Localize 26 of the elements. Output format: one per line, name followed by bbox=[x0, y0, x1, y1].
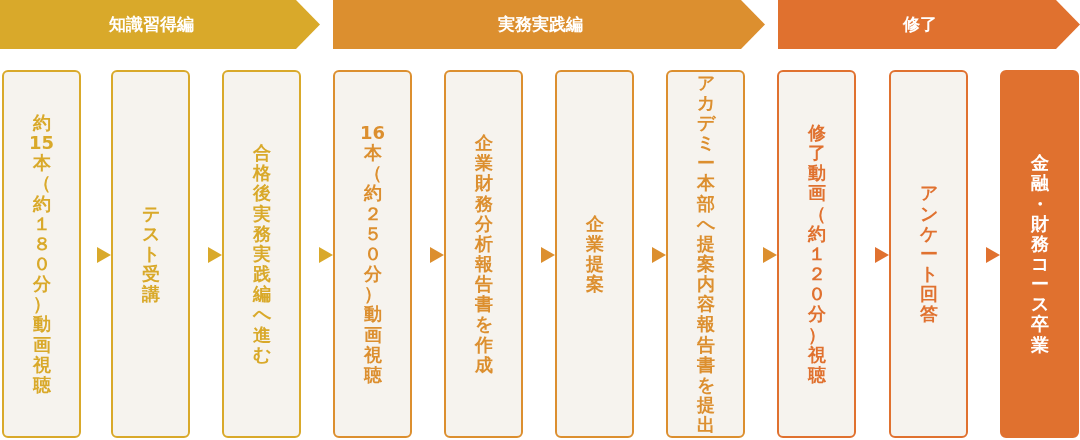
step-box bbox=[222, 70, 301, 438]
step-text: アンケート回答 bbox=[918, 183, 939, 325]
step-text: 実務実践編 bbox=[497, 13, 584, 36]
step-text: 金融・財務コース卒業 bbox=[1029, 153, 1050, 355]
stage-banner bbox=[333, 0, 765, 49]
step-box bbox=[889, 70, 968, 438]
step-box bbox=[444, 70, 523, 438]
step-text: 企業提案 bbox=[584, 213, 605, 295]
step-box bbox=[555, 70, 634, 438]
step-text: 修了動画（約１２０分）視聴 bbox=[806, 123, 827, 385]
step-box bbox=[666, 70, 745, 438]
step-text: 修了 bbox=[903, 13, 938, 36]
step-box bbox=[2, 70, 81, 438]
step-text: 約15本（約１８０分）動画視聴 bbox=[28, 112, 55, 396]
step-text: テスト受講 bbox=[140, 203, 161, 305]
step-text: 企業財務分析報告書を作成 bbox=[473, 133, 494, 375]
step-text: 16本（約２５０分）動画視聴 bbox=[359, 123, 386, 385]
step-box bbox=[1000, 70, 1079, 438]
step-text: アカデミー本部へ提案内容報告書を提出 bbox=[695, 72, 717, 436]
step-box bbox=[777, 70, 856, 438]
stage-banner bbox=[0, 0, 320, 49]
step-box bbox=[333, 70, 412, 438]
stage-banner bbox=[778, 0, 1080, 49]
step-text: 知識習得編 bbox=[108, 13, 195, 36]
step-box bbox=[111, 70, 190, 438]
step-text: 合格後実務実践編へ進む bbox=[251, 143, 272, 365]
